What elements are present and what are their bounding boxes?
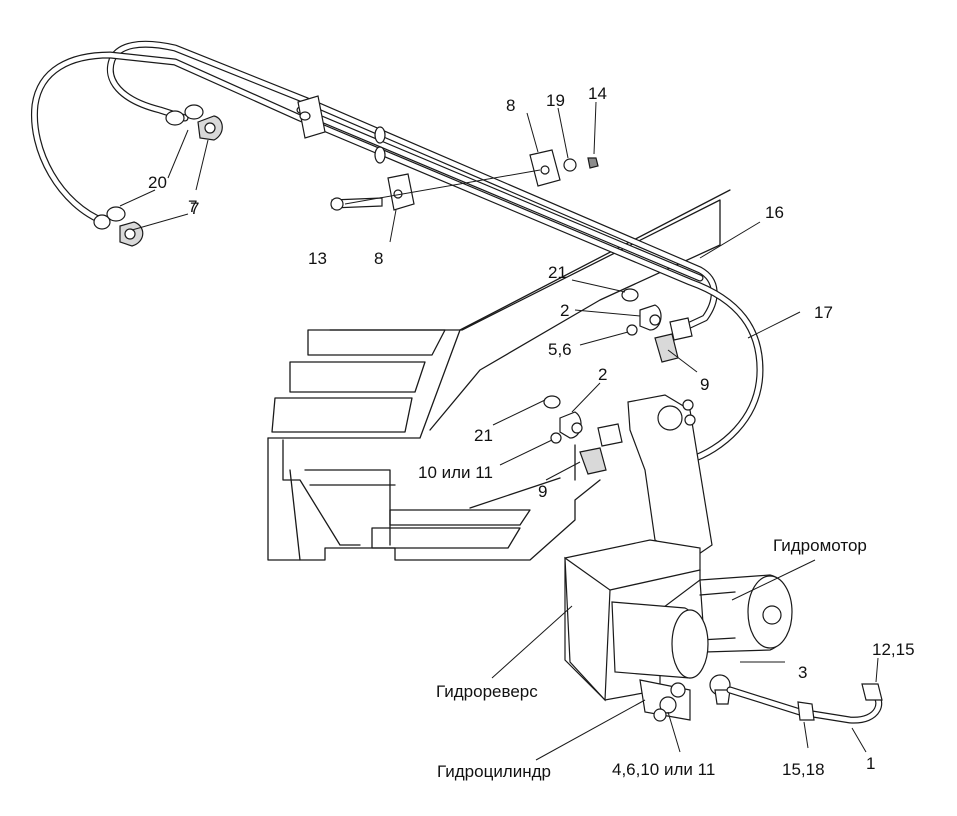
label-19: 19 — [546, 91, 565, 110]
label-15-18: 15,18 — [782, 760, 825, 779]
label-hydro-reverse: Гидрореверс — [436, 682, 538, 701]
label-13: 13 — [308, 249, 327, 268]
label-7-upper: 7 — [190, 199, 199, 218]
label-17: 17 — [814, 303, 833, 322]
label-14: 14 — [588, 84, 607, 103]
label-2-lower: 2 — [598, 365, 607, 384]
pipe-16 — [106, 40, 718, 329]
fitting-cluster-upper — [621, 288, 693, 363]
clamp-assembly — [330, 149, 599, 211]
callout-labels: 20 7 7 8 19 14 13 8 16 21 2 5,6 17 9 2 2… — [148, 84, 915, 781]
label-21-lower: 21 — [474, 426, 493, 445]
fitting-lower-left — [93, 206, 144, 247]
label-8-upper: 8 — [506, 96, 515, 115]
label-16: 16 — [765, 203, 784, 222]
pipe-17 — [30, 51, 764, 464]
label-1: 1 — [866, 754, 875, 773]
label-20: 20 — [148, 173, 167, 192]
fitting-upper-left — [165, 104, 223, 141]
leader-lines — [119, 101, 879, 761]
machine-frame — [267, 189, 731, 561]
label-hydro-cylinder: Гидроцилиндр — [437, 762, 551, 781]
label-21-upper: 21 — [548, 263, 567, 282]
pipe-middle — [296, 106, 704, 282]
label-12-15: 12,15 — [872, 640, 915, 659]
tube-1 — [726, 683, 883, 724]
label-2-upper: 2 — [560, 301, 569, 320]
label-9-lower: 9 — [538, 482, 547, 501]
fitting-cluster-lower — [543, 395, 623, 475]
label-4-6-10-or-11: 4,6,10 или 11 — [612, 760, 715, 779]
label-8-lower: 8 — [374, 249, 383, 268]
label-hydro-motor: Гидромотор — [773, 536, 867, 555]
label-3: 3 — [798, 663, 807, 682]
hydro-motor — [699, 574, 793, 653]
pipe-clamp — [297, 95, 386, 164]
label-10-or-11: 10 или 11 — [418, 463, 493, 482]
label-5-6: 5,6 — [548, 340, 572, 359]
label-9-upper: 9 — [700, 375, 709, 394]
label-7-lower: 7 — [188, 197, 197, 216]
mount-bracket — [627, 394, 713, 561]
